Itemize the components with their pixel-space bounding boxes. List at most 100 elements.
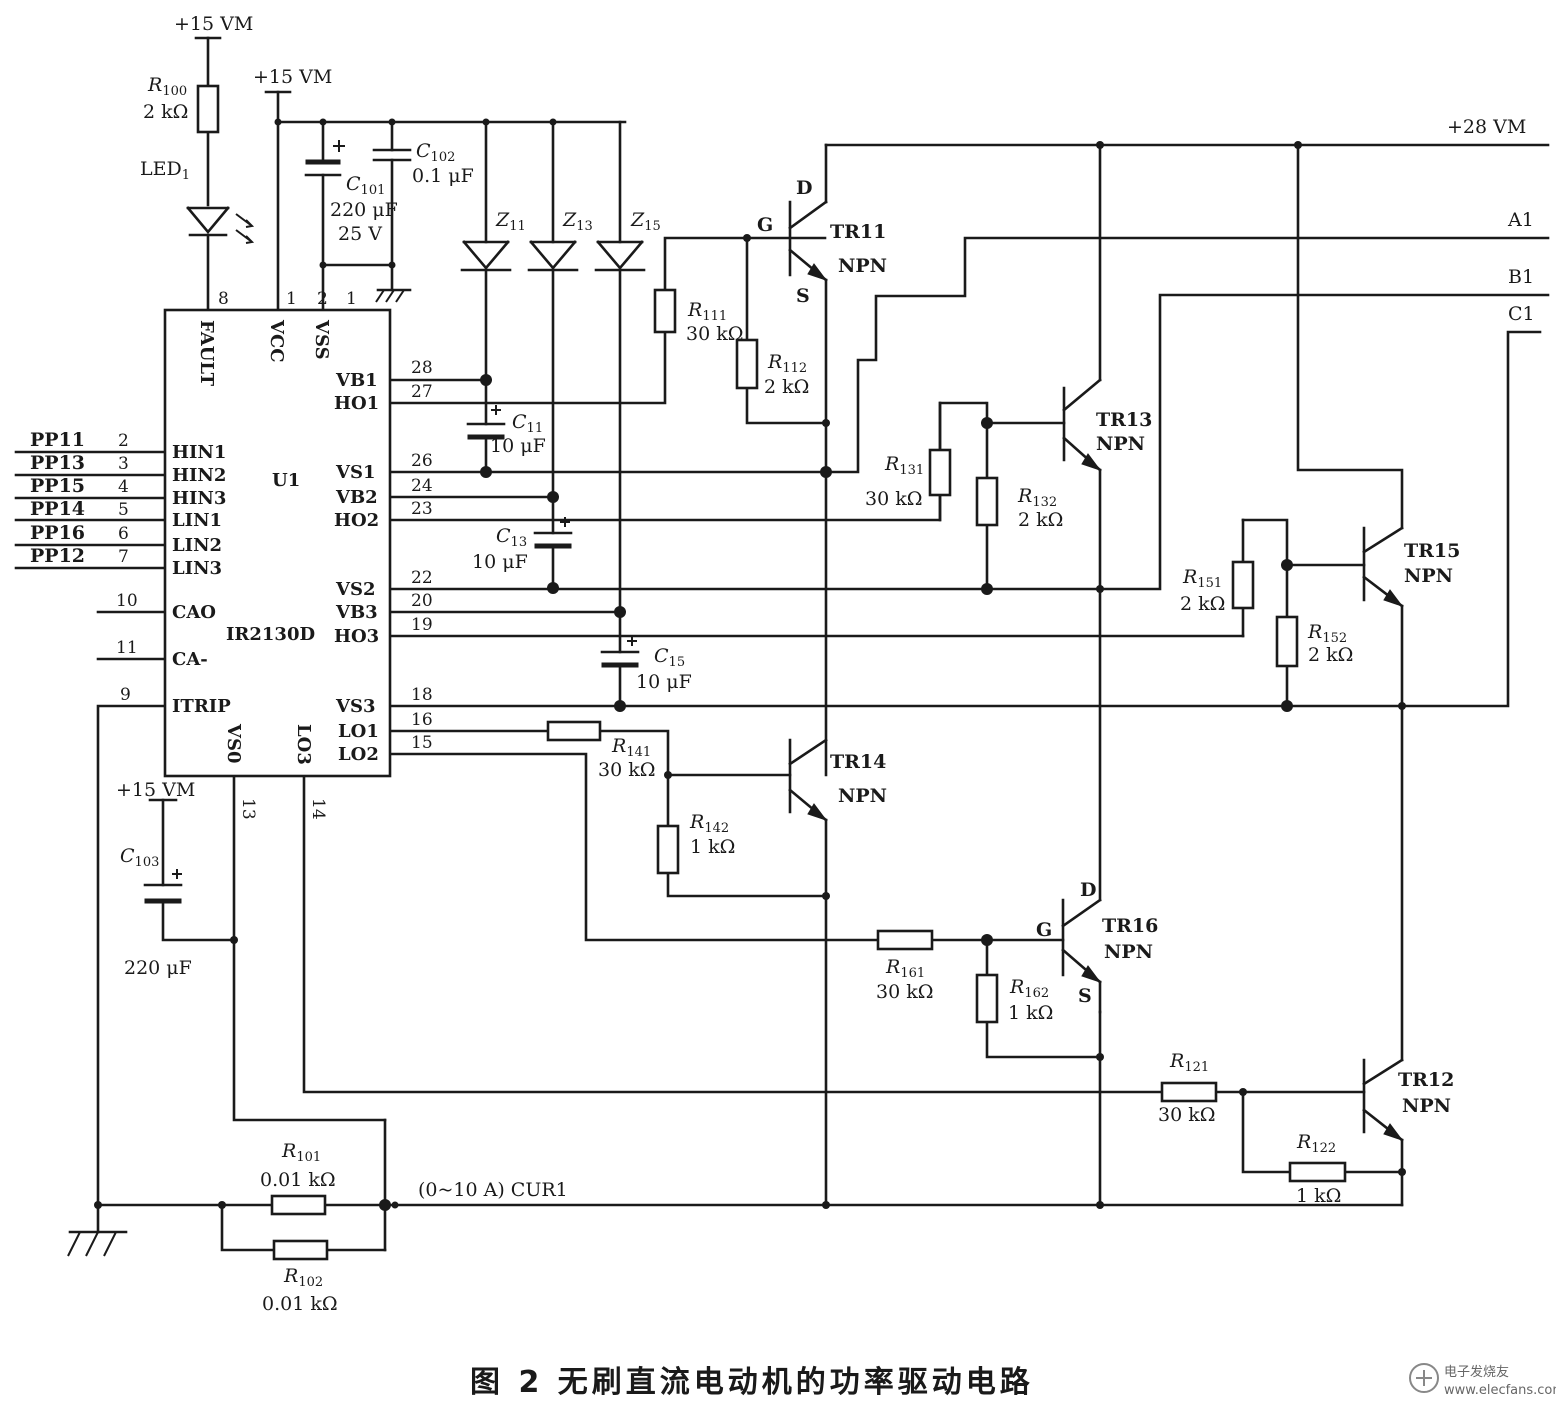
pin-num-9: 9 bbox=[120, 685, 131, 705]
figure-caption: 图 2 无刷直流电动机的功率驱动电路 bbox=[470, 1365, 1034, 1400]
pin-name-lo1: LO1 bbox=[338, 721, 379, 742]
ref-tr16: TR16 bbox=[1102, 915, 1158, 937]
output-label-b1: B1 bbox=[1508, 266, 1534, 288]
label-r161: R161 bbox=[885, 956, 925, 981]
pin-name-vb2: VB2 bbox=[335, 487, 378, 508]
pin-num-8: 8 bbox=[218, 289, 229, 309]
value-r152: 2 kΩ bbox=[1308, 644, 1353, 666]
type-tr14: NPN bbox=[838, 785, 887, 807]
value-c103: 220 μF bbox=[124, 957, 192, 979]
input-pp14: PP14 bbox=[30, 498, 85, 520]
label-r142: R142 bbox=[689, 811, 729, 836]
pin-name-vss: VSS bbox=[311, 319, 332, 360]
pin-num-19: 19 bbox=[411, 615, 433, 635]
value-r101: 0.01 kΩ bbox=[260, 1169, 336, 1191]
pin-num-23: 23 bbox=[411, 499, 433, 519]
value-r141: 30 kΩ bbox=[598, 759, 655, 781]
rail-label-15v-top: +15 VM bbox=[174, 13, 253, 35]
current-sense-note: (0~10 A) CUR1 bbox=[418, 1179, 568, 1201]
terminal-g-tr16: G bbox=[1036, 919, 1052, 941]
capacitor-c15 bbox=[600, 636, 640, 668]
pin-name-vs1: VS1 bbox=[335, 462, 376, 483]
pin-name-vb1: VB1 bbox=[335, 370, 378, 391]
pin-num-1: 1 bbox=[286, 289, 297, 309]
pin-num-2: 2 bbox=[317, 289, 328, 309]
transistor-tr12 bbox=[1362, 1058, 1404, 1142]
ground-symbol-c102 bbox=[375, 288, 412, 303]
pin-name-ho1: HO1 bbox=[334, 393, 379, 414]
input-pp15: PP15 bbox=[30, 475, 85, 497]
label-c13: C13 bbox=[496, 525, 527, 550]
terminal-d-tr11: D bbox=[796, 177, 812, 199]
label-r141: R141 bbox=[611, 735, 651, 760]
label-c11: C11 bbox=[512, 411, 543, 436]
input-pp11: PP11 bbox=[30, 429, 85, 451]
resistor-r111 bbox=[653, 288, 677, 334]
resistor-r141 bbox=[546, 720, 602, 742]
pin-num-10: 10 bbox=[116, 591, 138, 611]
pin-num-2-hin1: 2 bbox=[118, 431, 129, 451]
pin-num-14: 14 bbox=[308, 798, 328, 820]
pin-name-lo2: LO2 bbox=[338, 744, 379, 765]
pin-name-itrip: ITRIP bbox=[172, 696, 231, 717]
label-r131: R131 bbox=[884, 453, 924, 478]
capacitor-c11 bbox=[466, 405, 506, 440]
resistor-r152 bbox=[1275, 615, 1299, 668]
svg-text:电子发烧友: 电子发烧友 bbox=[1444, 1364, 1509, 1380]
input-pp12: PP12 bbox=[30, 545, 85, 567]
rail-label-28v: +28 VM bbox=[1447, 116, 1526, 138]
wires bbox=[14, 36, 1550, 1252]
pin-name-hin2: HIN2 bbox=[172, 465, 226, 486]
pin-name-ho3: HO3 bbox=[334, 626, 379, 647]
value-c11: 10 μF bbox=[490, 435, 546, 457]
transistor-tr13 bbox=[1062, 378, 1102, 472]
ref-tr13: TR13 bbox=[1096, 409, 1152, 431]
label-r101: R101 bbox=[281, 1140, 321, 1165]
label-c15: C15 bbox=[654, 645, 685, 670]
resistor-r151 bbox=[1231, 560, 1255, 610]
pin-name-hin1: HIN1 bbox=[172, 442, 226, 463]
ic-ref: U1 bbox=[272, 470, 300, 491]
ref-tr14: TR14 bbox=[830, 751, 886, 773]
pin-num-13: 13 bbox=[238, 798, 258, 820]
zener-z15 bbox=[594, 240, 646, 272]
pin-num-28: 28 bbox=[411, 358, 433, 378]
pin-name-vs0: VS0 bbox=[223, 723, 244, 764]
label-z13: Z13 bbox=[562, 209, 593, 234]
label-r152: R152 bbox=[1307, 621, 1347, 646]
ref-tr15: TR15 bbox=[1404, 540, 1460, 562]
pin-num-15: 15 bbox=[411, 733, 433, 753]
label-r162: R162 bbox=[1009, 976, 1049, 1001]
value-c101: 220 μF bbox=[330, 199, 398, 221]
svg-text:www.elecfans.com: www.elecfans.com bbox=[1444, 1383, 1556, 1398]
resistor-r132 bbox=[975, 476, 999, 527]
label-z15: Z15 bbox=[630, 209, 661, 234]
value-r142: 1 kΩ bbox=[690, 836, 735, 858]
label-led1: LED1 bbox=[140, 158, 190, 183]
junctions bbox=[94, 118, 1406, 1211]
label-r121: R121 bbox=[1169, 1050, 1209, 1075]
output-label-a1: A1 bbox=[1507, 209, 1534, 231]
resistor-r112 bbox=[735, 338, 759, 390]
pin-name-vcc: VCC bbox=[266, 319, 287, 363]
pin-name-lin3: LIN3 bbox=[172, 558, 222, 579]
type-tr11: NPN bbox=[838, 255, 887, 277]
ground-symbol-main bbox=[67, 1203, 128, 1257]
ic-ir2130d bbox=[163, 308, 392, 778]
pin-num-5: 5 bbox=[118, 500, 129, 520]
pin-name-lo3: LO3 bbox=[293, 724, 314, 765]
ref-tr11: TR11 bbox=[830, 221, 886, 243]
pin-name-ca-minus: CA- bbox=[172, 649, 208, 670]
transistor-tr14 bbox=[788, 738, 828, 822]
transistor-tr11 bbox=[788, 200, 828, 282]
label-c103: C103 bbox=[120, 845, 159, 870]
label-r151: R151 bbox=[1182, 566, 1222, 591]
value2-c101: 25 V bbox=[338, 223, 382, 245]
pin-num-27: 27 bbox=[411, 382, 433, 402]
pin-num-gnd-1: 1 bbox=[346, 289, 357, 309]
led-indicator bbox=[186, 206, 255, 244]
zener-z11 bbox=[460, 240, 512, 272]
label-r111: R111 bbox=[687, 299, 727, 324]
pin-name-vs3: VS3 bbox=[335, 696, 376, 717]
label-z11: Z11 bbox=[495, 209, 526, 234]
